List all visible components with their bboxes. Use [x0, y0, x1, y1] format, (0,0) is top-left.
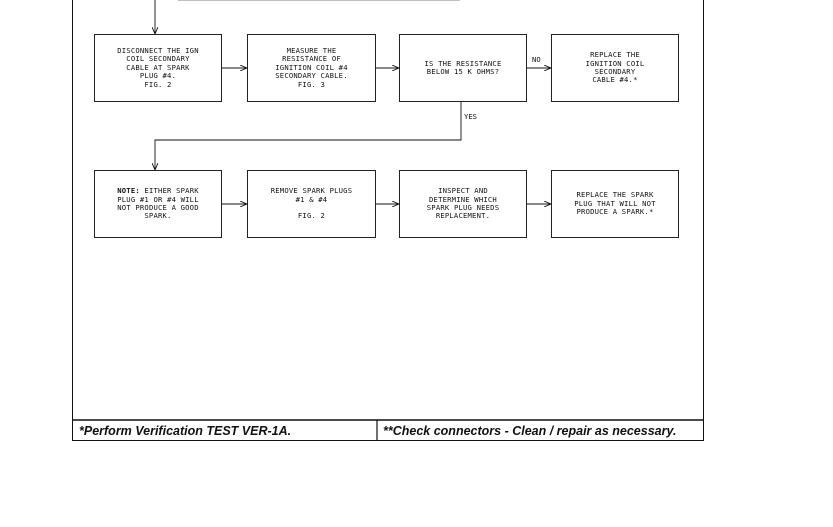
- page-frame: [72, 0, 704, 441]
- box-text-line: IS THE RESISTANCE: [424, 58, 502, 68]
- box-text-line: SECONDARY: [594, 67, 636, 76]
- box-text-line: CABLE #4.*: [592, 75, 638, 85]
- box-text-line: REPLACEMENT.: [435, 211, 491, 221]
- note-line: SPARK.: [144, 211, 172, 221]
- box-text-line: FIG. 2: [297, 211, 326, 221]
- box-text-line: DETERMINE WHICH: [429, 194, 497, 204]
- box-text-line: PRODUCE A SPARK.*: [576, 207, 654, 217]
- box-text-line: CABLE AT SPARK: [126, 62, 190, 72]
- footer-connectors-note: **Check connectors - Clean / repair as n…: [383, 424, 677, 438]
- box-text-line: BELOW 15 K OHMS?: [426, 67, 500, 76]
- box-text-line: REPLACE THE SPARK: [576, 190, 654, 200]
- no-label: NO: [532, 55, 541, 64]
- box-remove-plugs: REMOVE SPARK PLUGS#1 & #4 FIG. 2: [247, 170, 376, 238]
- box-text-line: REMOVE SPARK PLUGS: [270, 186, 353, 196]
- note-line: NOT PRODUCE A GOOD: [117, 203, 199, 212]
- box-text-line: IGNITION COIL #4: [275, 62, 348, 72]
- box-text-line: MEASURE THE: [286, 45, 337, 55]
- arrow-yes-to-row2: [155, 101, 462, 170]
- box-text-line: RESISTANCE OF: [282, 54, 341, 64]
- note-first-text: EITHER SPARK: [139, 186, 199, 196]
- yes-label: YES: [464, 112, 477, 121]
- box-text-line: REPLACE THE: [590, 50, 640, 60]
- box-text-line: SECONDARY CABLE.: [275, 71, 348, 81]
- box-text-line: FIG. 2: [144, 79, 172, 89]
- box-text-line: DISCONNECT THE IGN: [117, 45, 199, 55]
- box-text-line: SPARK PLUG NEEDS: [426, 203, 500, 212]
- box-text-line: INSPECT AND: [438, 186, 488, 196]
- box-text-line: #1 & #4: [295, 194, 328, 204]
- box-text-line: PLUG THAT WILL NOT: [574, 198, 656, 208]
- footer-verification-note: *Perform Verification TEST VER-1A.: [79, 424, 292, 438]
- note-heading: NOTE:: [117, 186, 140, 196]
- box-note: NOTE: EITHER SPARK PLUG #1 OR #4 WILL NO…: [94, 170, 222, 238]
- box-text-line: IGNITION COIL: [585, 58, 645, 68]
- box-text-line: FIG. 3: [297, 79, 326, 89]
- note-first-line: NOTE: EITHER SPARK: [117, 186, 199, 196]
- box-text-line: PLUG #4.: [139, 71, 177, 81]
- note-line: PLUG #1 OR #4 WILL: [117, 194, 199, 204]
- box-text-line: COIL SECONDARY: [126, 54, 190, 64]
